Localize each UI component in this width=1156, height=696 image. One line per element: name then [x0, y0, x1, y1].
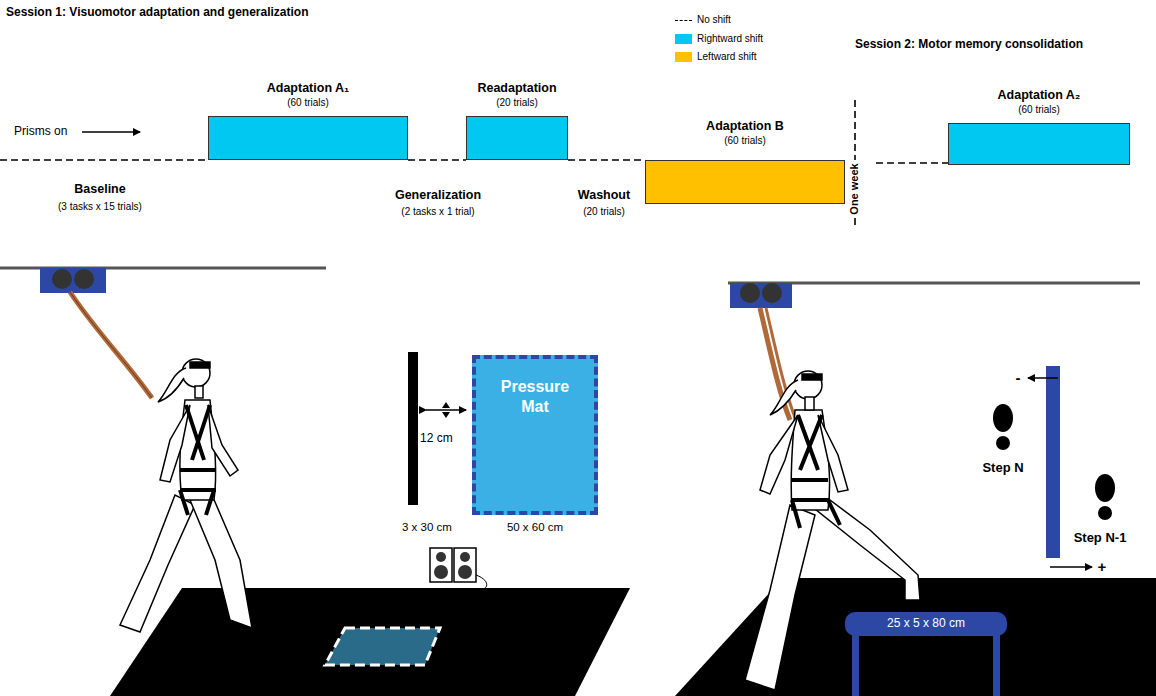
phase-heading: Adaptation B(60 trials): [706, 119, 784, 147]
trial-count: (60 trials): [998, 104, 1081, 117]
legend-text: Rightward shift: [697, 33, 763, 45]
prisms-arrow: [82, 131, 140, 132]
trial-count: (60 trials): [267, 97, 349, 110]
direction-arrow: [1050, 566, 1092, 568]
dimension: 25 x 5 x 80 cm: [887, 616, 965, 630]
annotation: Prisms on: [14, 124, 67, 138]
legend-text: Leftward shift: [697, 51, 756, 63]
phase-title: Adaptation B: [706, 119, 784, 135]
phase-band: Readaptation(20 trials): [466, 116, 568, 160]
step-label: Step N: [982, 460, 1023, 476]
walking-woman: [120, 359, 252, 632]
legend-swatch: [675, 52, 692, 62]
phase-heading: Readaptation(20 trials): [477, 81, 556, 109]
dimension: 12 cm: [420, 431, 453, 445]
phase-title: Readaptation: [477, 81, 556, 97]
step-line: [1046, 366, 1060, 558]
floor: [110, 588, 630, 696]
sign-label: -: [1016, 369, 1021, 387]
phase-title: Adaptation A₂: [998, 88, 1081, 104]
trial-count: (20 trials): [477, 97, 556, 110]
direction-arrow: [1028, 377, 1058, 379]
trial-count: (60 trials): [706, 135, 784, 148]
rope: [70, 292, 152, 398]
timeline: [0, 100, 948, 226]
phase-title: Generalization: [395, 188, 481, 203]
hurdle: [845, 612, 1007, 696]
step-label: Step N-1: [1074, 530, 1127, 546]
trial-count: (3 tasks x 15 trials): [58, 201, 142, 213]
dimension: 50 x 60 cm: [507, 521, 563, 535]
rail-trolley: [730, 283, 792, 308]
trial-count: (2 tasks x 1 trial): [401, 206, 474, 218]
phase-heading: Adaptation A₂(60 trials): [998, 88, 1081, 116]
phase-band: Adaptation B(60 trials): [645, 160, 845, 204]
panel-heading: Session 2: Motor memory consolidation: [855, 37, 1083, 51]
phase-title: Baseline: [74, 182, 125, 197]
sign-label: +: [1098, 558, 1107, 576]
floor-target: [325, 628, 440, 665]
node-label: Pressure Mat: [495, 377, 575, 417]
dimension-arrow: [426, 409, 466, 411]
trial-count: (20 trials): [583, 206, 625, 218]
legend-swatch: [675, 34, 692, 44]
obstacle-bar: [408, 352, 418, 505]
phase-band: Adaptation A₁(60 trials): [208, 116, 408, 160]
dimension: 3 x 30 cm: [402, 521, 452, 535]
speaker: [430, 548, 487, 590]
phase-title: Washout: [578, 188, 630, 203]
phase-heading: Adaptation A₁(60 trials): [267, 81, 349, 109]
legend-text: No shift: [697, 14, 731, 26]
phase-title: Adaptation A₁: [267, 81, 349, 97]
legend-line: [675, 20, 692, 21]
pressure-mat: Pressure Mat: [472, 355, 598, 515]
panel-heading: Session 1: Visuomotor adaptation and gen…: [6, 5, 309, 19]
interval-label: One week: [848, 161, 861, 216]
phase-band: Adaptation A₂(60 trials): [948, 123, 1130, 165]
rail-trolley: [40, 268, 106, 293]
stepping-woman: [745, 371, 920, 690]
